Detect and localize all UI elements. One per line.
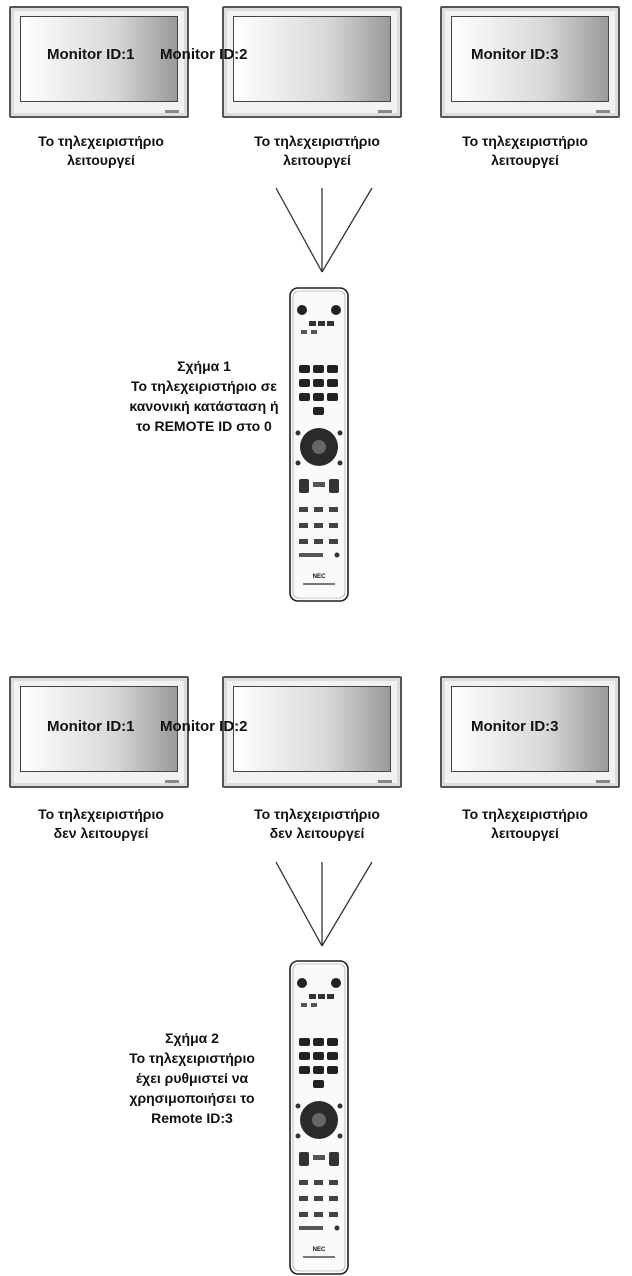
status-line: λειτουργεί — [283, 152, 351, 168]
ir-signal-beams — [275, 861, 373, 947]
monitor-1-status: Το τηλεχειριστήριο δεν λειτουργεί — [6, 805, 196, 843]
monitor-3 — [440, 676, 620, 788]
status-line: Το τηλεχειριστήριο — [38, 806, 164, 822]
monitor-2-id-label: Monitor ID:2 — [160, 46, 248, 63]
status-line: δεν λειτουργεί — [269, 825, 365, 841]
monitor-screen — [233, 686, 391, 772]
monitor-3-status: Το τηλεχειριστήριο λειτουργεί — [430, 132, 620, 170]
monitor-1-id-label: Monitor ID:1 — [47, 718, 135, 735]
caption-line: κανονική κατάσταση ή — [129, 398, 279, 414]
monitor-logo — [596, 110, 610, 113]
beam-left — [275, 861, 323, 947]
status-line: Το τηλεχειριστήριο — [38, 133, 164, 149]
monitor-1 — [9, 676, 189, 788]
monitor-screen — [20, 16, 178, 102]
monitor-3-id-label: Monitor ID:3 — [471, 718, 559, 735]
monitor-1 — [9, 6, 189, 118]
remote-brand: NEC — [313, 1247, 326, 1253]
caption-line: έχει ρυθμιστεί να — [135, 1070, 249, 1086]
figure-2-caption: Σχήμα 2 Το τηλεχειριστήριο έχει ρυθμιστε… — [92, 1028, 292, 1128]
monitor-logo — [596, 780, 610, 783]
caption-line: Το τηλεχειριστήριο — [129, 1050, 255, 1066]
monitor-screen — [451, 686, 609, 772]
monitor-screen — [20, 686, 178, 772]
remote-control: NEC — [289, 960, 349, 1275]
monitor-logo — [378, 110, 392, 113]
monitor-2-status: Το τηλεχειριστήριο δεν λειτουργεί — [222, 805, 412, 843]
monitor-logo — [165, 110, 179, 113]
status-line: λειτουργεί — [491, 825, 559, 841]
monitor-3-id-label: Monitor ID:3 — [471, 46, 559, 63]
caption-line: Remote ID:3 — [151, 1110, 233, 1126]
caption-line: Σχήμα 1 — [177, 358, 231, 374]
beam-left — [275, 187, 323, 273]
status-line: δεν λειτουργεί — [53, 825, 149, 841]
status-line: Το τηλεχειριστήριο — [254, 133, 380, 149]
status-line: λειτουργεί — [491, 152, 559, 168]
monitor-screen — [451, 16, 609, 102]
caption-line: Το τηλεχειριστήριο σε — [131, 378, 277, 394]
beam-right — [321, 861, 373, 947]
remote-brand: NEC — [313, 574, 326, 580]
caption-line: το REMOTE ID στο 0 — [136, 418, 272, 434]
monitor-1-id-label: Monitor ID:1 — [47, 46, 135, 63]
figure-1-caption: Σχήμα 1 Το τηλεχειριστήριο σε κανονική κ… — [104, 356, 304, 436]
beam-right — [321, 187, 373, 273]
monitor-1-status: Το τηλεχειριστήριο λειτουργεί — [6, 132, 196, 170]
status-line: Το τηλεχειριστήριο — [462, 806, 588, 822]
remote-control: NEC — [289, 287, 349, 602]
status-line: Το τηλεχειριστήριο — [254, 806, 380, 822]
status-line: λειτουργεί — [67, 152, 135, 168]
monitor-2 — [222, 676, 402, 788]
monitor-2-id-label: Monitor ID:2 — [160, 718, 248, 735]
ir-signal-beams — [275, 187, 373, 273]
monitor-2 — [222, 6, 402, 118]
status-line: Το τηλεχειριστήριο — [462, 133, 588, 149]
monitor-screen — [233, 16, 391, 102]
caption-line: χρησιμοποιήσει το — [129, 1090, 255, 1106]
caption-line: Σχήμα 2 — [165, 1030, 219, 1046]
monitor-3-status: Το τηλεχειριστήριο λειτουργεί — [430, 805, 620, 843]
monitor-logo — [165, 780, 179, 783]
monitor-logo — [378, 780, 392, 783]
monitor-3 — [440, 6, 620, 118]
monitor-2-status: Το τηλεχειριστήριο λειτουργεί — [222, 132, 412, 170]
